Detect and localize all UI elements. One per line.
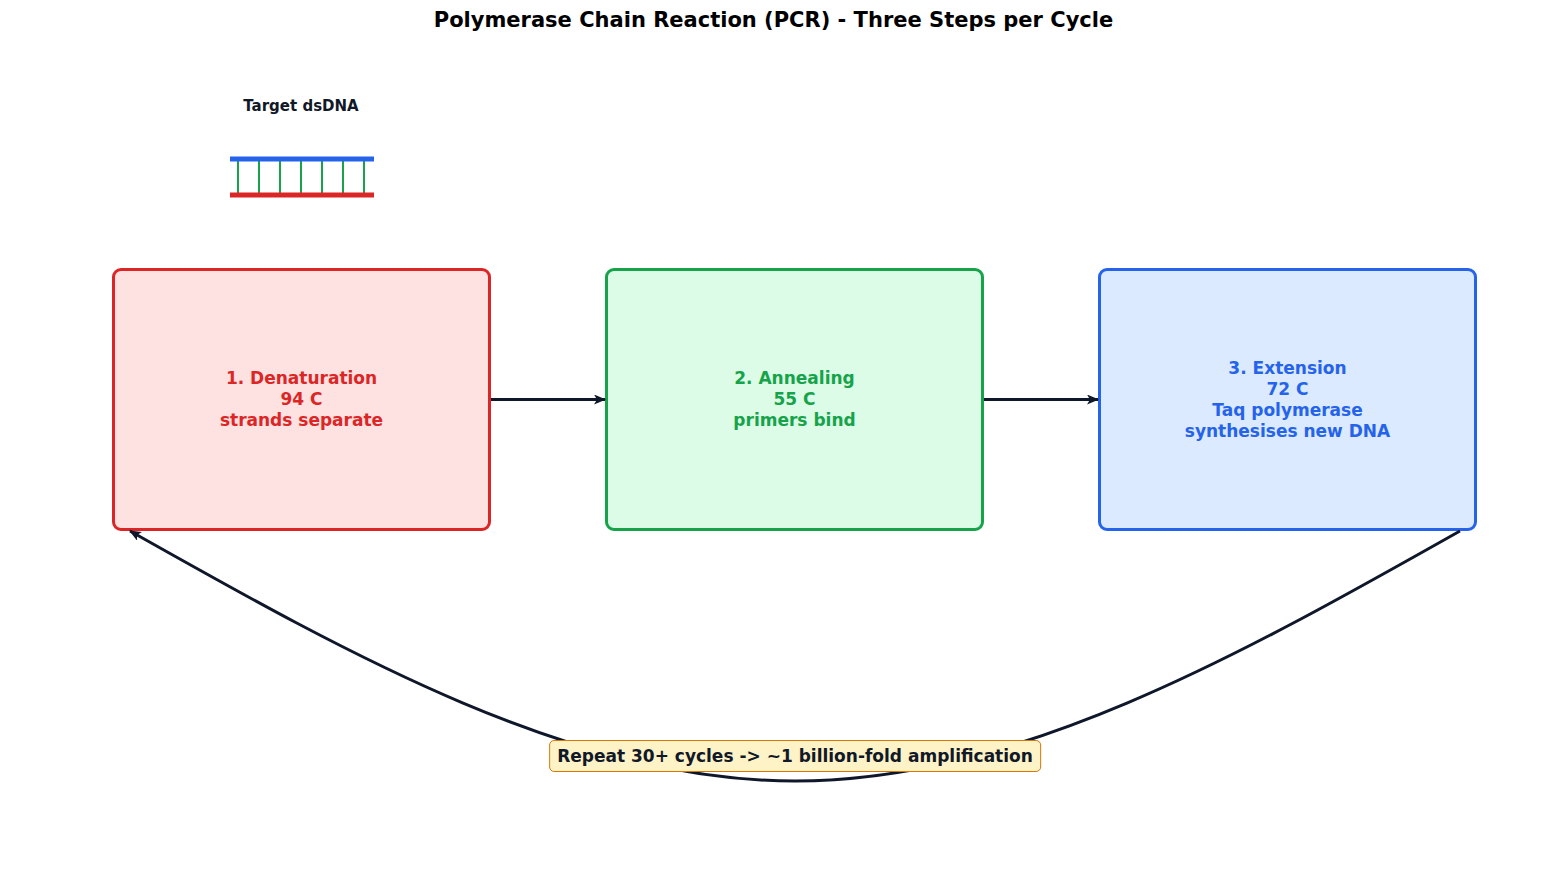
flow-arrow — [130, 531, 1460, 781]
step-text: 3. Extension — [1228, 358, 1346, 379]
step-text: 72 C — [1266, 379, 1308, 400]
step-text: 55 C — [773, 389, 815, 410]
flow-arrow — [984, 398, 1098, 401]
step-text: 2. Annealing — [734, 368, 855, 389]
dsdna-illustration — [230, 159, 374, 195]
diagram-title: Polymerase Chain Reaction (PCR) - Three … — [0, 8, 1547, 32]
step-text: 94 C — [280, 389, 322, 410]
flow-arrow — [491, 398, 605, 401]
base-pair — [342, 159, 344, 195]
process-box: 2. Annealing55 Cprimers bind — [605, 268, 984, 531]
process-box: 3. Extension72 CTaq polymerase synthesis… — [1098, 268, 1477, 531]
base-pair — [258, 159, 260, 195]
illustration-label: Target dsDNA — [201, 97, 401, 115]
base-pair — [279, 159, 281, 195]
process-box: 1. Denaturation94 Cstrands separate — [112, 268, 491, 531]
base-pair — [321, 159, 323, 195]
base-pair — [300, 159, 302, 195]
step-text: 1. Denaturation — [226, 368, 377, 389]
step-text: Taq polymerase synthesises new DNA — [1180, 400, 1395, 442]
step-text: strands separate — [220, 410, 383, 431]
dna-strand — [230, 193, 374, 198]
base-pair — [363, 159, 365, 195]
step-text: primers bind — [733, 410, 855, 431]
cycle-note: Repeat 30+ cycles -> ~1 billion-fold amp… — [549, 740, 1041, 772]
dna-strand — [230, 157, 374, 162]
base-pair — [237, 159, 239, 195]
